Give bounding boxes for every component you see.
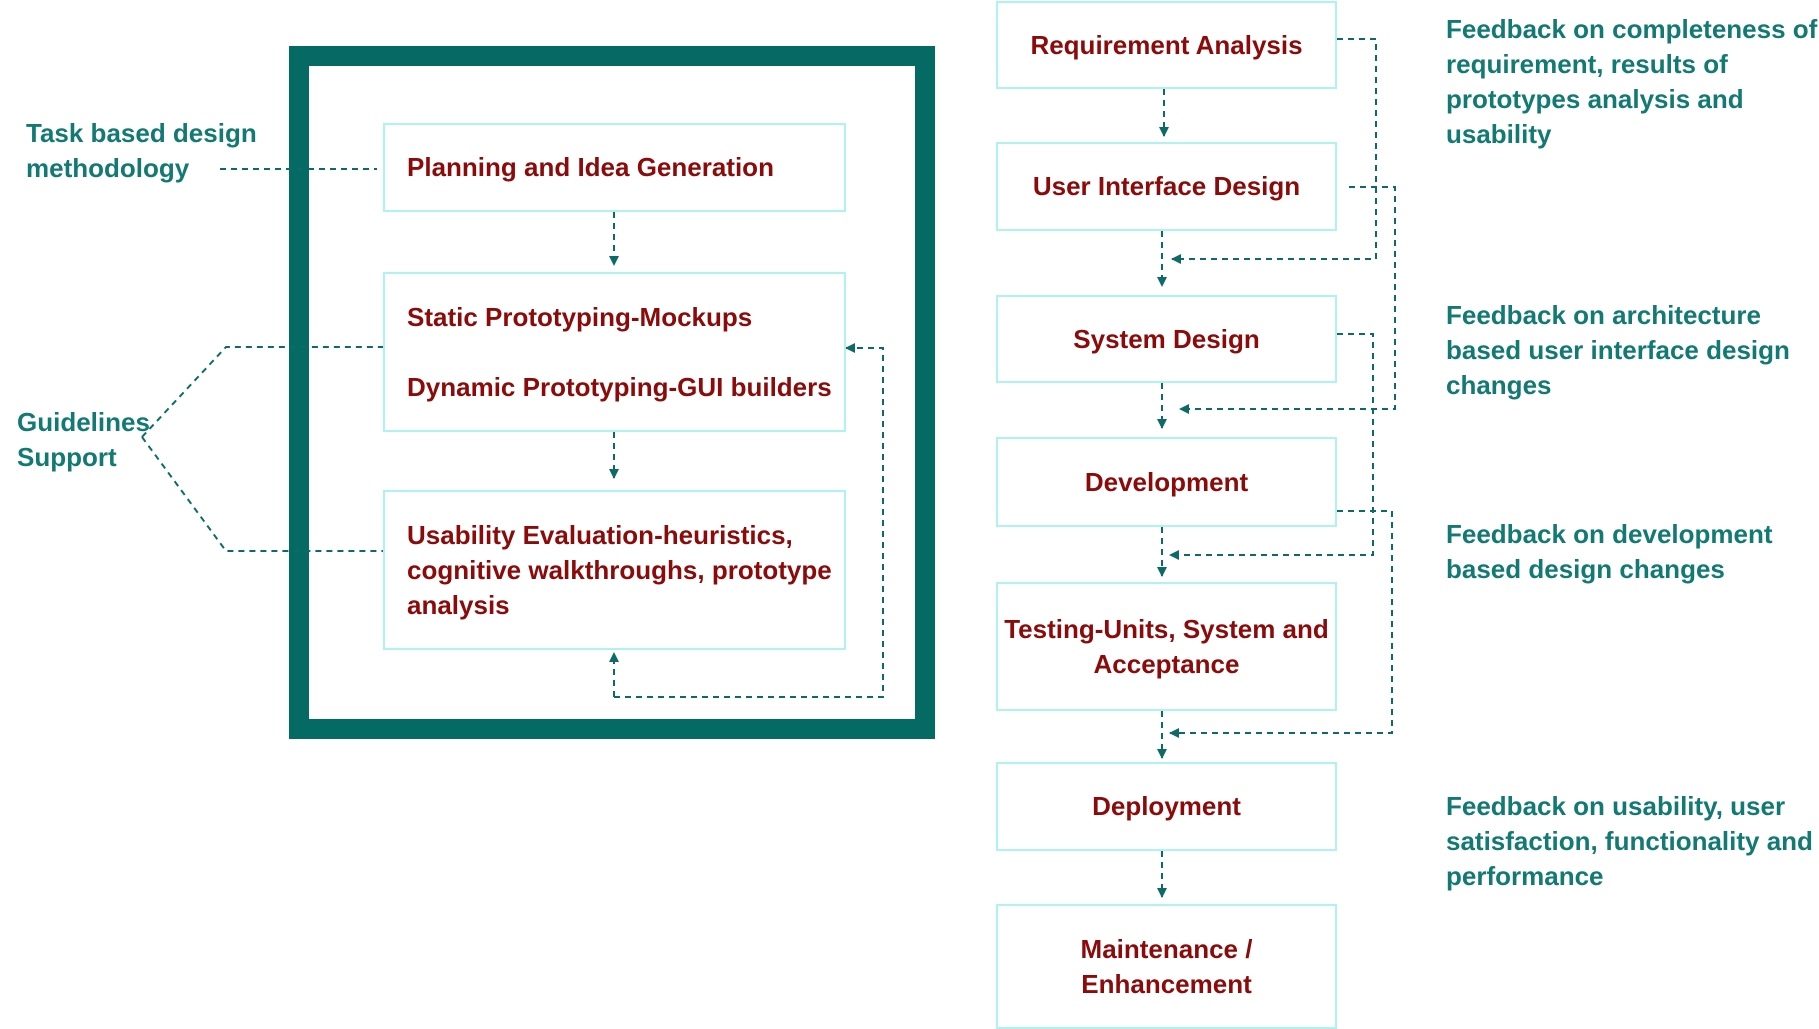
step-label: Deployment: [1092, 791, 1241, 821]
feedback-label-requirements: Feedback on completeness of requirement,…: [1446, 14, 1818, 149]
step-label: Requirement Analysis: [1030, 29, 1303, 60]
feedback-loop-1: [1171, 38, 1377, 264]
static-prototyping-text: Static Prototyping-Mockups: [407, 300, 753, 335]
step-requirement-analysis: Requirement Analysis: [996, 1, 1337, 89]
feedback-label-usability: Feedback on usability, user satisfaction…: [1446, 791, 1813, 891]
feedback-loop-2: [1179, 186, 1396, 414]
feedback-label-development: Feedback on development based design cha…: [1446, 519, 1773, 584]
step-label: System Design: [1073, 323, 1260, 354]
step-development: Development: [996, 437, 1337, 527]
planning-box: Planning and Idea Generation: [383, 123, 846, 212]
step-deployment: Deployment: [996, 762, 1337, 851]
feedback-label-architecture: Feedback on architecture based user inte…: [1446, 300, 1790, 400]
step-system-design: System Design: [996, 295, 1337, 383]
planning-text: Planning and Idea Generation: [407, 152, 774, 182]
usability-evaluation-box: Usability Evaluation-heuristics, cogniti…: [383, 490, 846, 650]
task-based-label: Task based design methodology: [26, 118, 257, 183]
usability-evaluation-text: Usability Evaluation-heuristics, cogniti…: [407, 519, 832, 620]
feedback-loop-3: [1169, 333, 1374, 560]
step-testing: Testing-Units, System and Acceptance: [996, 582, 1337, 711]
guidelines-connector-lower: [141, 436, 383, 552]
step-label: User Interface Design: [1032, 171, 1301, 201]
loop-eval-to-proto: [614, 343, 884, 698]
guidelines-support-label: Guidelines Support: [17, 407, 150, 472]
step-maintenance: Maintenance / Enhancement: [996, 904, 1337, 1029]
dynamic-prototyping-text: Dynamic Prototyping-GUI builders: [407, 372, 832, 402]
step-label: Development: [1084, 466, 1249, 497]
prototyping-box: Static Prototyping-Mockups Dynamic Proto…: [383, 272, 846, 432]
step-label: Testing-Units, System and Acceptance: [1004, 613, 1329, 679]
feedback-loop-4: [1169, 510, 1393, 738]
step-label: Maintenance / Enhancement: [1080, 933, 1253, 999]
step-user-interface-design: User Interface Design: [996, 142, 1337, 231]
